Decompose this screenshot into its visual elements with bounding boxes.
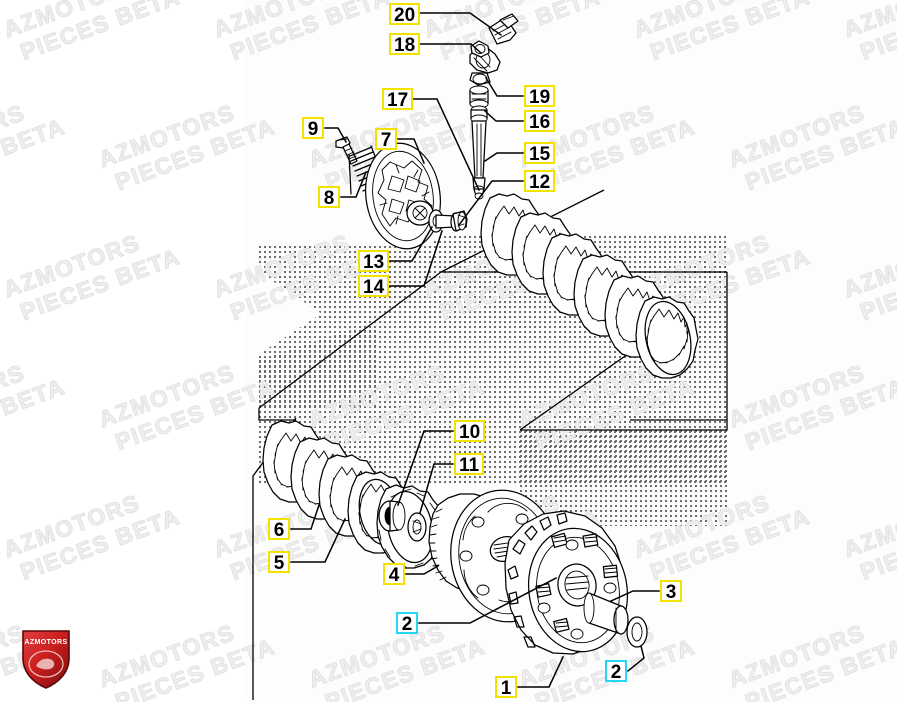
lower-region-outline xyxy=(520,272,728,431)
part-1-clutch-basket xyxy=(504,510,629,655)
leader-1 xyxy=(517,656,564,688)
callout-pushrod-lever-bolt[interactable]: 20 xyxy=(389,3,421,25)
logo-emblem xyxy=(36,658,55,670)
leader-2 xyxy=(626,645,645,673)
part-12-plate-stack xyxy=(480,193,699,379)
leader-2b xyxy=(418,576,558,624)
callout-release-bearing[interactable]: 16 xyxy=(524,110,556,132)
callout-clutch-release-lever[interactable]: 18 xyxy=(389,33,421,55)
part-10-spacer-bush xyxy=(378,500,406,532)
part-13-14-pin-washer xyxy=(428,209,468,233)
leader-10 xyxy=(397,430,454,506)
callout-pressure-plate[interactable]: 7 xyxy=(375,128,397,150)
leader-6 xyxy=(290,504,320,530)
part-9-bolt xyxy=(335,136,358,165)
shading-region-lower-right xyxy=(520,430,727,526)
azmotors-logo: AZMOTORS xyxy=(22,630,70,689)
part-18-release-lever xyxy=(469,40,501,86)
callout-clutch-basket[interactable]: 1 xyxy=(495,676,517,698)
callout-pushrod[interactable]: 15 xyxy=(524,142,556,164)
part-16-release-bearing xyxy=(469,85,489,124)
leader-13 xyxy=(387,225,434,262)
leader-15 xyxy=(483,152,524,163)
leader-8 xyxy=(340,171,367,198)
callout-steel-plate[interactable]: 5 xyxy=(268,551,290,573)
leader-18 xyxy=(418,43,483,55)
part-11-washer xyxy=(407,512,427,542)
callout-spacer-bush[interactable]: 10 xyxy=(454,420,486,442)
leader-16 xyxy=(483,109,524,122)
callout-washer[interactable]: 11 xyxy=(454,453,485,475)
mid-region-outline-2 xyxy=(258,408,296,421)
part-2-thrust-washer xyxy=(626,616,648,648)
clutch-plate-6 xyxy=(635,296,699,379)
leader-7 xyxy=(397,138,425,164)
callout-friction-plate-set[interactable]: 12 xyxy=(524,170,556,192)
part-3-shaft-pin xyxy=(583,592,629,635)
callout-clutch-hub[interactable]: 4 xyxy=(383,563,405,585)
logo-ring xyxy=(28,650,64,678)
leader-3 xyxy=(610,590,660,602)
part-15-pushrod xyxy=(471,120,487,200)
callout-thrust-washer[interactable]: 13 xyxy=(358,250,390,272)
callout-lever-arm[interactable]: 19 xyxy=(524,85,556,107)
leader-19 xyxy=(484,76,524,97)
mid-region-outline xyxy=(258,271,727,409)
leader-5 xyxy=(290,518,346,563)
callout-friction-disc[interactable]: 6 xyxy=(268,518,290,540)
callout-clutch-shaft-pin[interactable]: 3 xyxy=(660,580,682,602)
leader-lines xyxy=(290,12,660,688)
callout-pushrod-long[interactable]: 17 xyxy=(382,88,414,110)
leader-20 xyxy=(418,12,503,37)
part-20-lever-bolt xyxy=(488,13,519,45)
leader-9 xyxy=(324,127,348,144)
leader-17 xyxy=(411,98,480,191)
leader-14 xyxy=(387,230,443,287)
callout-spring-retaining-bolt[interactable]: 9 xyxy=(302,117,324,139)
logo-text: AZMOTORS xyxy=(24,639,67,646)
callout-thrust-washer-basket[interactable]: 2 xyxy=(605,660,627,682)
callout-mushroom-pin[interactable]: 14 xyxy=(358,275,390,297)
callout-clutch-basket-spacer[interactable]: 2 xyxy=(396,612,418,634)
parts-5-6-lower-plate-stack xyxy=(262,420,444,569)
part-7-pressure-plate xyxy=(364,142,442,250)
leader-12 xyxy=(457,180,524,227)
callout-clutch-spring[interactable]: 8 xyxy=(318,186,340,208)
leader-4 xyxy=(405,564,440,575)
leader-11 xyxy=(419,463,454,514)
